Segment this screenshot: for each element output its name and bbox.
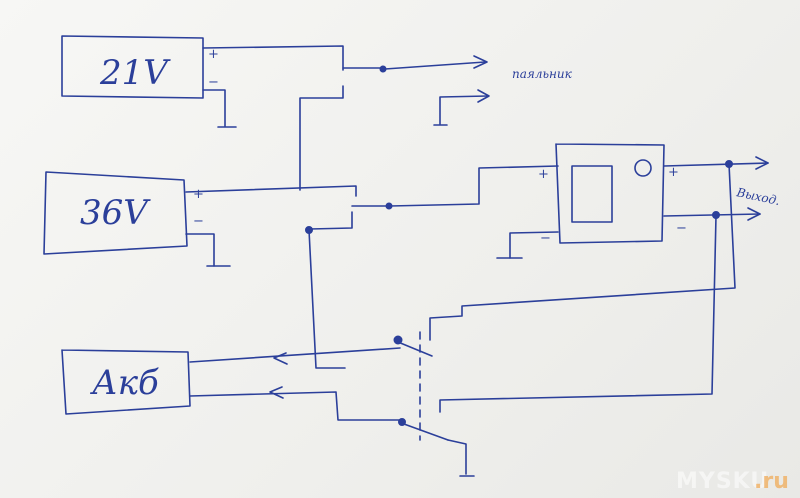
wire-36v-minus xyxy=(185,233,215,267)
arrow-battery-plus xyxy=(273,352,288,365)
switch-center-bottom xyxy=(309,211,353,230)
watermark-brand-suffix: .ru xyxy=(754,469,789,494)
battery: Акб xyxy=(61,349,191,415)
wire-battery-to-switch-upper xyxy=(189,347,401,363)
bus-left-vertical xyxy=(308,229,346,369)
watermark: MYSKU .ru xyxy=(676,469,789,494)
wire-cooker-minus xyxy=(439,95,489,125)
supply-21v: 21V + − xyxy=(61,35,219,99)
wire-36v-plus xyxy=(185,185,357,197)
watermark-brand: MYSKU xyxy=(676,469,769,494)
converter-out-minus: − xyxy=(676,221,687,236)
relay-upper-arm xyxy=(397,341,433,357)
wire-center-to-converter xyxy=(389,165,559,207)
wire-21v-plus xyxy=(202,45,344,71)
cooker-label: паяльник xyxy=(512,67,573,81)
converter-module: + − + − xyxy=(538,143,687,246)
arrow-cooker-minus xyxy=(477,89,490,103)
supply-21v-label: 21V xyxy=(99,53,171,93)
supply-21v-plus: + xyxy=(208,47,219,62)
output-label: Выход. xyxy=(734,185,781,208)
wire-relay-lower-ground xyxy=(447,439,467,475)
relay-lower-arm xyxy=(403,423,449,441)
converter-in-plus: + xyxy=(538,167,549,182)
supply-36v-minus: − xyxy=(193,214,204,229)
battery-label: Акб xyxy=(90,363,159,403)
wire-21v-minus xyxy=(202,89,226,127)
wire-cooker-out xyxy=(384,61,486,70)
supply-36v: 36V + − xyxy=(43,171,204,255)
wire-feedback-minus xyxy=(439,215,717,413)
wire-battery-to-switch-lower xyxy=(189,391,401,421)
wire-feedback-plus xyxy=(429,163,736,341)
supply-36v-label: 36V xyxy=(80,193,151,233)
arrow-battery-minus xyxy=(269,386,284,399)
supply-21v-minus: − xyxy=(208,75,219,90)
arrow-cooker-out xyxy=(473,55,488,69)
converter-in-minus: − xyxy=(540,231,551,246)
arrow-output-plus xyxy=(755,156,769,170)
switch-upper-bottom xyxy=(299,85,344,191)
wire-converter-in-minus xyxy=(509,231,559,259)
converter-out-plus: + xyxy=(668,165,679,180)
arrow-output-minus xyxy=(747,207,761,221)
supply-36v-plus: + xyxy=(193,187,204,202)
wire-output-plus xyxy=(663,162,769,167)
